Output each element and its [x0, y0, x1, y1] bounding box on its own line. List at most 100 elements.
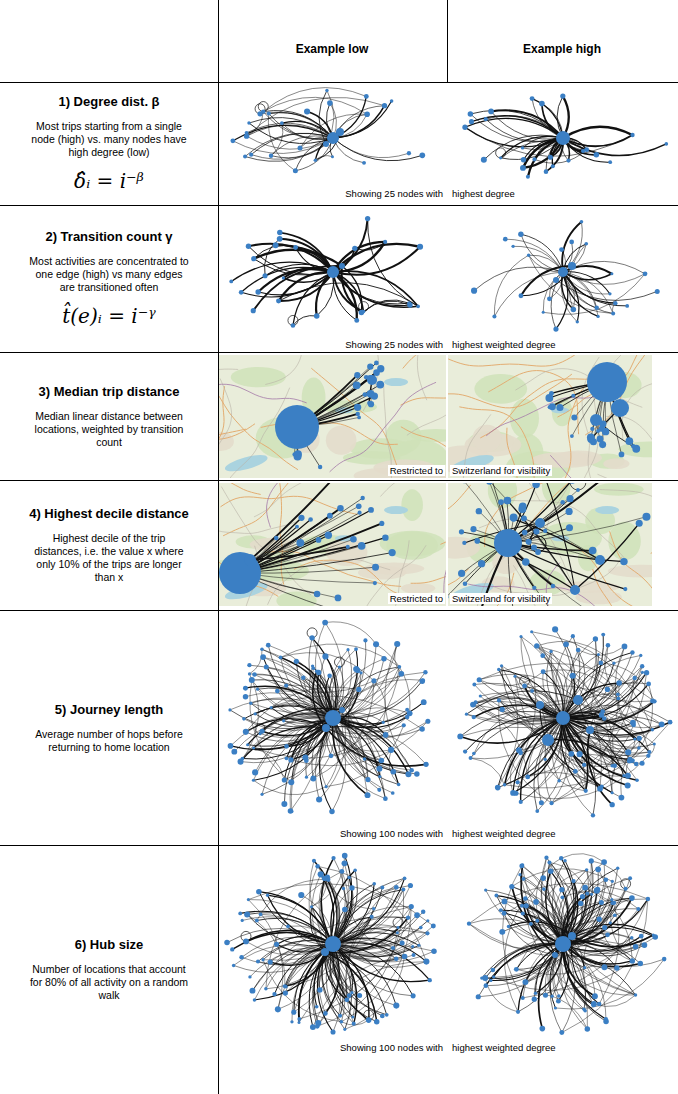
- location-node: [462, 483, 466, 484]
- lake: [384, 378, 408, 386]
- network-node: [503, 237, 508, 242]
- network-edges: [230, 622, 428, 812]
- figure-note: Switzerland for visibility: [450, 465, 552, 476]
- network-node: [364, 111, 370, 117]
- network-edge: [563, 868, 618, 944]
- network-node: [605, 932, 610, 937]
- network-node: [525, 775, 530, 780]
- network-node: [291, 1010, 296, 1015]
- location-node: [470, 526, 476, 532]
- network-node: [521, 157, 526, 162]
- network-node: [541, 669, 546, 674]
- location-node: [521, 516, 527, 522]
- network-edge: [325, 952, 345, 1022]
- network-node: [242, 717, 246, 721]
- network-edge: [539, 944, 563, 1029]
- network-node: [522, 684, 527, 689]
- network-node: [652, 699, 656, 703]
- hub-node: [327, 266, 339, 278]
- network-edge: [255, 705, 333, 718]
- network-node: [513, 675, 516, 678]
- network-edge: [245, 133, 333, 156]
- location-node: [373, 581, 377, 585]
- trip-line: [477, 541, 575, 590]
- network-node: [331, 856, 335, 860]
- network-edge: [536, 993, 588, 1029]
- network-node: [524, 903, 529, 908]
- network-edge: [561, 854, 604, 862]
- road: [440, 483, 446, 544]
- network-node: [573, 769, 578, 774]
- network-edge: [583, 919, 599, 1005]
- column-header: Example low: [232, 42, 432, 56]
- network-node: [613, 301, 617, 305]
- network-node: [380, 886, 384, 890]
- network-edge: [515, 676, 602, 786]
- network-node: [519, 863, 524, 868]
- location-node: [354, 372, 360, 378]
- network-node: [668, 720, 673, 725]
- network-edge: [286, 745, 381, 760]
- network-node: [530, 630, 533, 633]
- network-node: [653, 742, 656, 745]
- network-edge: [505, 636, 536, 784]
- network-node: [601, 633, 605, 637]
- network-node: [608, 160, 612, 164]
- network-node: [540, 875, 546, 881]
- network-node: [625, 304, 629, 308]
- minor-road: [606, 416, 652, 478]
- network-edge: [331, 667, 399, 756]
- network-node: [612, 662, 615, 665]
- network-node: [570, 673, 576, 679]
- network-edge: [333, 650, 352, 718]
- network-edge: [333, 138, 422, 161]
- network-edge: [281, 653, 374, 681]
- network-node: [457, 734, 463, 740]
- network-edge: [505, 772, 613, 792]
- trip-line: [250, 483, 338, 560]
- network-node: [542, 887, 546, 891]
- network-node: [479, 694, 482, 697]
- network-edge: [525, 894, 587, 983]
- network-edge: [247, 136, 333, 149]
- network-edge: [537, 646, 653, 702]
- network-node: [469, 756, 473, 760]
- row-rule: [0, 480, 678, 481]
- map-nodes: [219, 483, 396, 606]
- network-node: [273, 242, 279, 248]
- network-edge: [333, 878, 405, 944]
- location-node: [376, 381, 384, 389]
- network-node: [403, 877, 407, 881]
- hub-node: [536, 701, 544, 709]
- network-node: [269, 153, 273, 157]
- map-background: [448, 355, 652, 478]
- network-node: [500, 707, 505, 712]
- network-node: [378, 775, 381, 778]
- network-node: [405, 708, 409, 712]
- network-node: [608, 292, 611, 295]
- network-node: [630, 958, 635, 963]
- network-edge: [529, 255, 563, 272]
- location-node: [356, 503, 362, 509]
- network-node: [549, 650, 552, 653]
- location-node: [292, 452, 296, 456]
- network-edge: [263, 88, 366, 112]
- hub-node: [321, 948, 329, 956]
- network-node: [500, 664, 503, 667]
- network-illustration: [224, 853, 436, 1035]
- network-node: [476, 994, 481, 999]
- network-edge: [563, 138, 610, 162]
- network-edge: [326, 640, 366, 728]
- network-node: [521, 146, 524, 149]
- network-node: [338, 1014, 342, 1018]
- network-node: [491, 968, 496, 973]
- network-edge: [549, 863, 587, 894]
- map-nodes: [545, 362, 640, 457]
- network-node: [268, 959, 273, 964]
- location-node: [335, 595, 342, 602]
- network-node: [254, 712, 257, 715]
- network-node: [594, 306, 598, 310]
- network-node: [590, 893, 593, 896]
- location-node: [274, 536, 279, 541]
- network-node: [297, 1017, 301, 1021]
